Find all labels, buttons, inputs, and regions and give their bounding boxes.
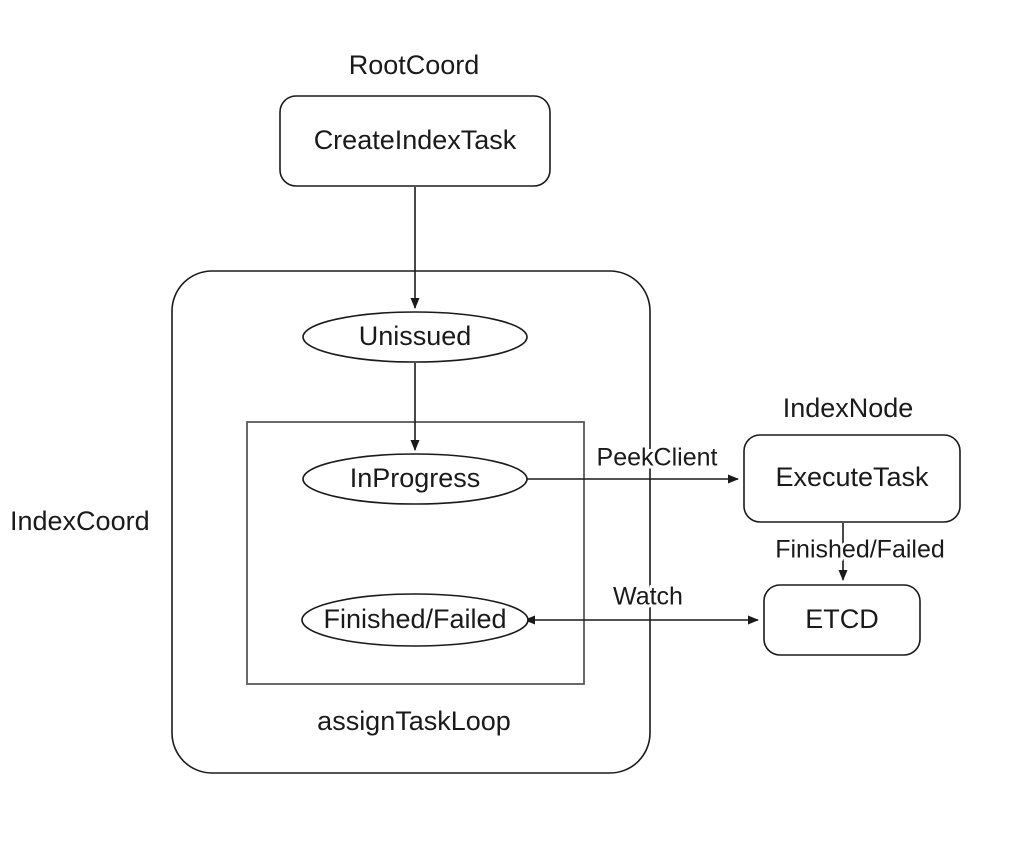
edge-label-peek-client: PeekClient	[597, 444, 718, 472]
etcd-label: ETCD	[805, 604, 879, 634]
in-progress-label: InProgress	[350, 463, 481, 493]
etcd-shape[interactable]	[763, 584, 921, 656]
node-create-index-task[interactable]: CreateIndexTask	[279, 95, 551, 187]
create-index-task-label: CreateIndexTask	[314, 125, 517, 155]
execute-task-shape[interactable]	[743, 434, 961, 523]
unissued-label: Unissued	[359, 321, 472, 351]
create-index-task-shape[interactable]	[279, 95, 551, 187]
execute-task-label: ExecuteTask	[775, 462, 929, 492]
edge-label-watch: Watch	[613, 583, 683, 611]
node-execute-task[interactable]: ExecuteTask	[743, 434, 961, 523]
node-etcd[interactable]: ETCD	[763, 584, 921, 656]
unissued-shape[interactable]	[302, 311, 528, 363]
indexnode-label: IndexNode	[783, 393, 914, 423]
group-indexcoord: IndexCoord	[10, 270, 651, 774]
finished-failed-state-shape[interactable]	[301, 593, 529, 647]
node-in-progress[interactable]: InProgress	[302, 453, 528, 505]
edge-label-finished-failed: Finished/Failed	[775, 536, 945, 564]
rootcoord-label: RootCoord	[349, 50, 480, 80]
indexcoord-container	[171, 270, 651, 774]
finished-failed-state-label: Finished/Failed	[323, 604, 506, 634]
edges-layer	[410, 187, 848, 625]
edge-labels-layer: PeekClient Finished/Failed Watch	[594, 441, 948, 614]
node-unissued[interactable]: Unissued	[302, 311, 528, 363]
assign-task-loop-label: assignTaskLoop	[317, 706, 511, 736]
node-finished-failed-state[interactable]: Finished/Failed	[301, 593, 529, 647]
indexcoord-label: IndexCoord	[10, 506, 150, 536]
in-progress-shape[interactable]	[302, 453, 528, 505]
